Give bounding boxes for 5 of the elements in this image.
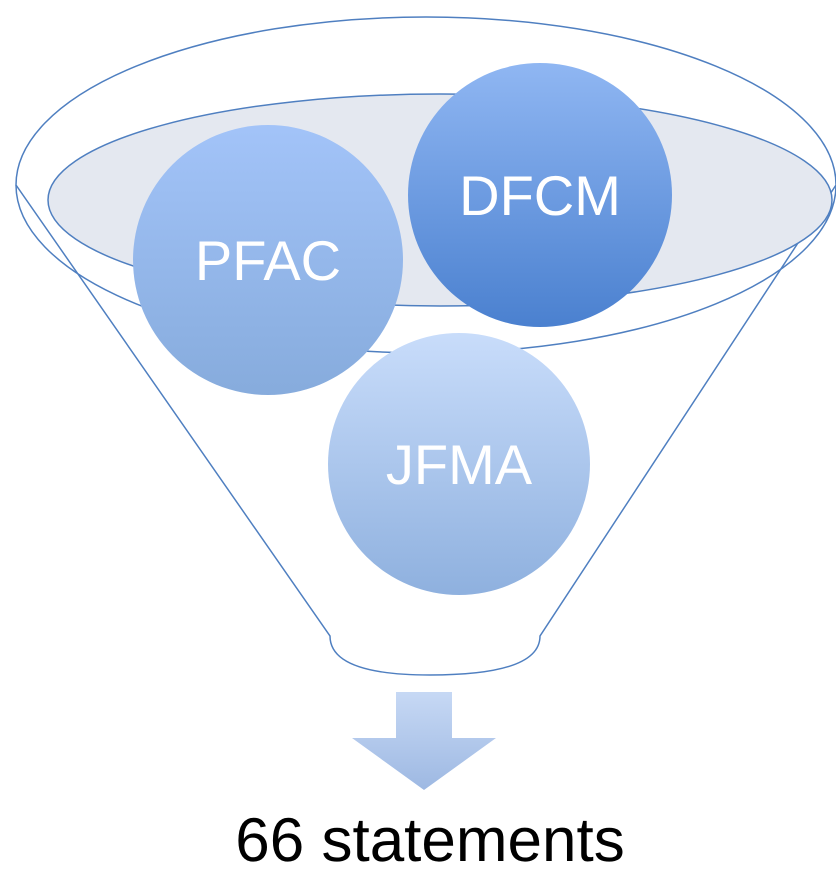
circle-label: JFMA [386,432,532,496]
result-label: 66 statements [235,804,625,876]
circle-label: PFAC [194,228,342,292]
circle-label: DFCM [459,162,621,228]
block-arrow [352,692,496,790]
